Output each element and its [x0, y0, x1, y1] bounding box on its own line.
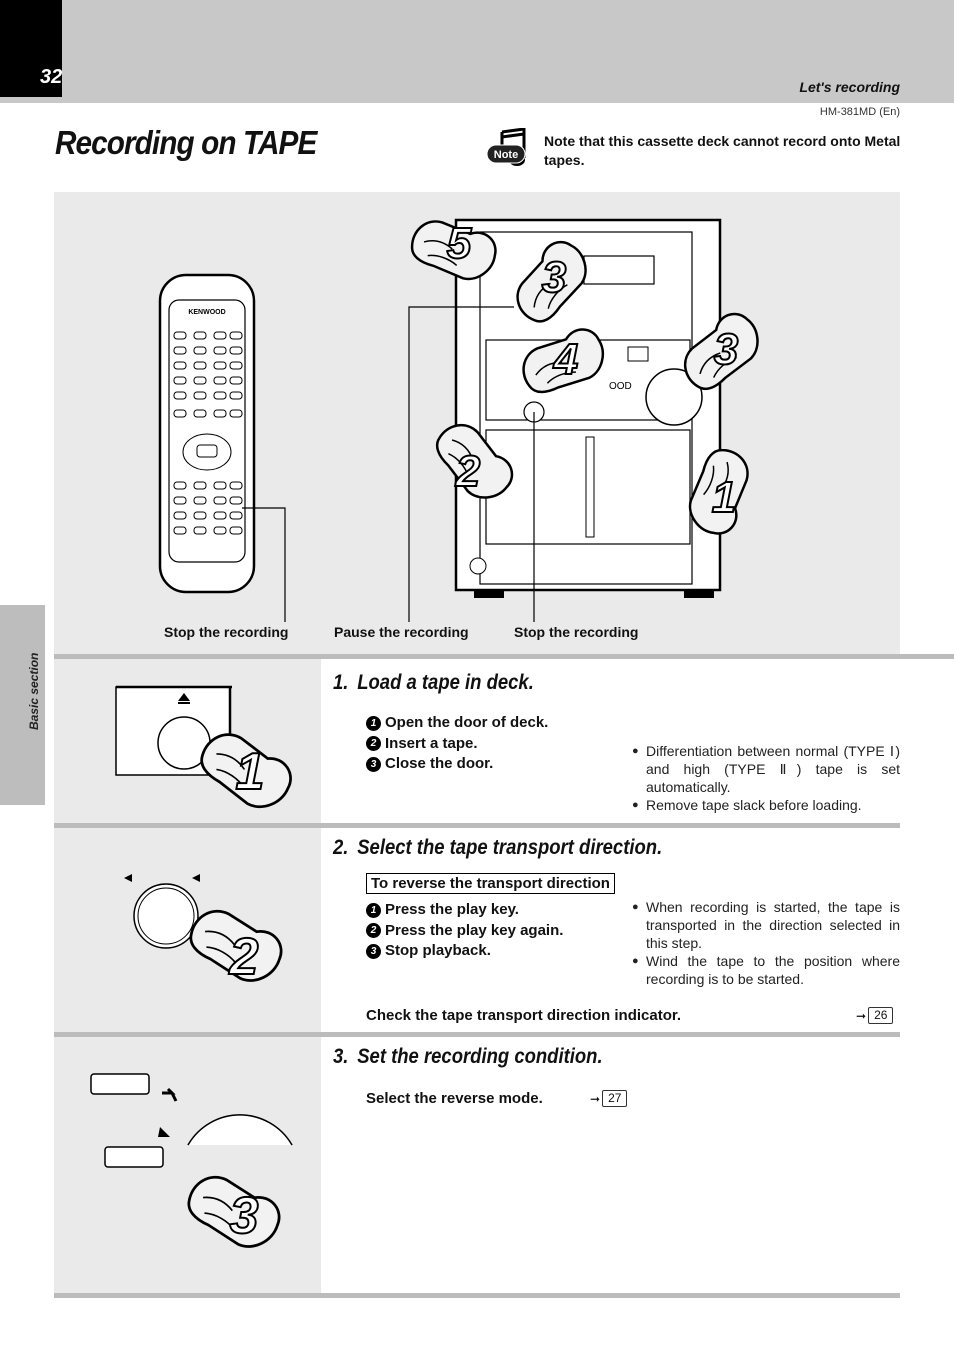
page-ref-27[interactable]: ➞ 27 — [590, 1090, 628, 1107]
hand-3-right: 3 — [670, 305, 771, 397]
step-1-hand-number: 1 — [236, 743, 265, 801]
arrow-right-icon: ➞ — [590, 1091, 601, 1106]
svg-text:1: 1 — [712, 473, 736, 522]
step-3-hand-number: 3 — [230, 1187, 259, 1245]
separator — [54, 654, 954, 659]
side-tab — [0, 605, 45, 805]
callout-lines — [242, 306, 535, 622]
select-reverse-mode-line: Select the reverse mode. — [366, 1090, 543, 1107]
svg-text:3: 3 — [542, 253, 566, 302]
step-3-illustration: 3 — [90, 1073, 293, 1264]
step-2-notes: When recording is started, the tape is t… — [632, 898, 900, 988]
svg-text:5: 5 — [447, 219, 472, 268]
reverse-direction-heading: To reverse the transport direction — [366, 873, 615, 894]
hand-2: 2 — [429, 410, 521, 511]
hand-4: 4 — [516, 325, 610, 397]
separator — [54, 1293, 900, 1298]
step-1-title: 1.Load a tape in deck. — [333, 671, 534, 694]
separator — [54, 1032, 900, 1037]
main-unit: OOD — [454, 218, 722, 598]
svg-text:3: 3 — [714, 325, 738, 374]
list-item: When recording is started, the tape is t… — [632, 898, 900, 952]
callout-pause: Pause the recording — [334, 624, 469, 640]
list-item: Wind the tape to the position where reco… — [632, 952, 900, 988]
remote-brand: KENWOOD — [188, 309, 225, 316]
remote-control: KENWOOD — [158, 273, 256, 594]
side-tab-label: Basic section — [27, 652, 41, 730]
step-1-illustration: 1 — [115, 685, 302, 823]
hand-5: 5 — [403, 202, 505, 294]
list-item: Remove tape slack before loading. — [632, 796, 900, 814]
svg-text:OOD: OOD — [609, 381, 632, 392]
svg-text:4: 4 — [553, 335, 578, 384]
step-3-title: 3.Set the recording condition. — [333, 1045, 603, 1068]
page-title: Recording on TAPE — [55, 124, 317, 161]
svg-text:Note: Note — [494, 149, 518, 161]
step-2-title: 2.Select the tape transport direction. — [333, 836, 663, 859]
running-head: Let's recording — [799, 79, 900, 95]
check-direction-line: Check the tape transport direction indic… — [366, 1007, 682, 1024]
hand-3-top: 3 — [500, 232, 601, 330]
separator — [54, 823, 900, 828]
svg-text:2: 2 — [455, 447, 481, 496]
list-item: Differentiation between normal (TYPE Ⅰ) … — [632, 742, 900, 796]
step-2-illustration: 2 — [124, 874, 292, 998]
step-1-notes: Differentiation between normal (TYPE Ⅰ) … — [632, 742, 900, 814]
note-icon: Note — [486, 128, 526, 166]
step-2-hand-number: 2 — [229, 928, 259, 986]
page-number: 32 — [0, 0, 62, 97]
callout-stop-unit: Stop the recording — [514, 624, 639, 640]
hand-1: 1 — [675, 441, 767, 543]
header-band — [0, 0, 954, 103]
page-ref-26[interactable]: ➞ 26 — [856, 1007, 894, 1024]
unit-and-remote-illustration: KENWOOD OOD — [158, 202, 771, 622]
callout-stop-remote: Stop the recording — [164, 624, 289, 640]
note-text: Note that this cassette deck cannot reco… — [544, 133, 901, 168]
arrow-right-icon: ➞ — [856, 1008, 867, 1023]
model-code: HM-381MD (En) — [819, 106, 900, 118]
